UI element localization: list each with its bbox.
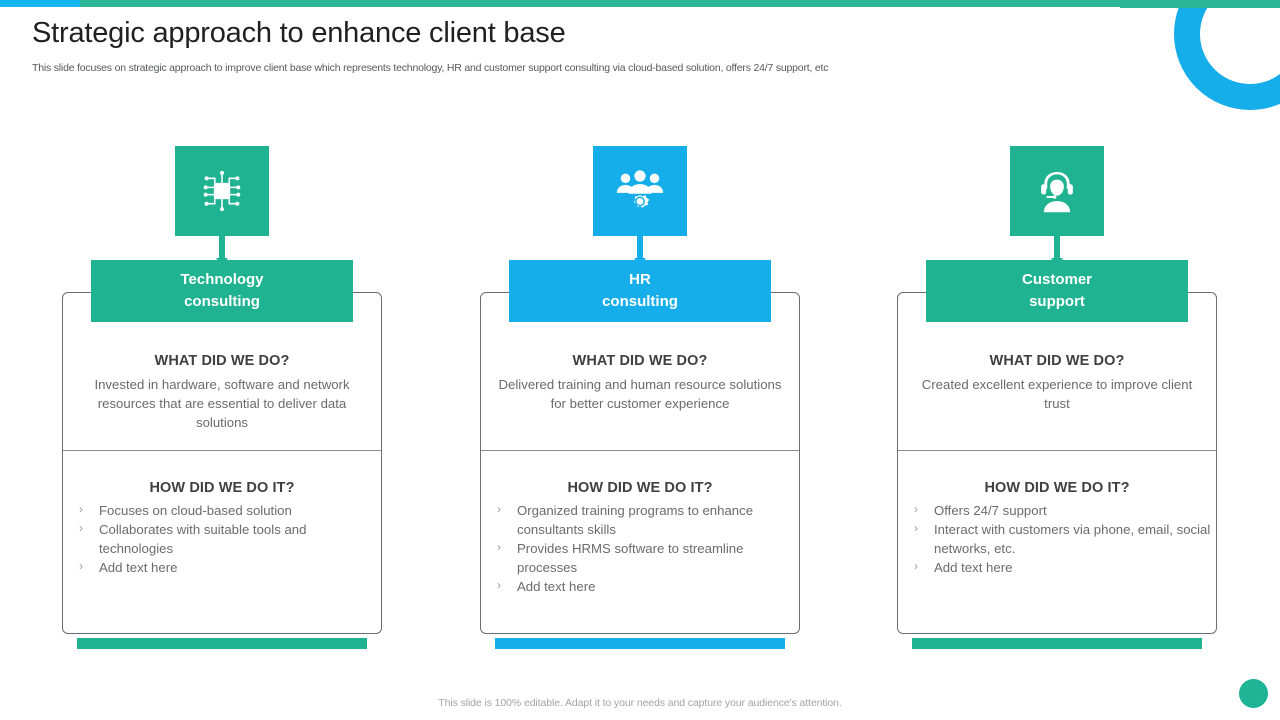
list-item: › Offers 24/7 support <box>912 501 1212 520</box>
list-item: › Add text here <box>495 577 795 596</box>
how-did-we-do-it-title: HOW DID WE DO IT? <box>984 480 1130 496</box>
card-divider <box>481 450 799 451</box>
page-subtitle: This slide focuses on strategic approach… <box>32 61 829 74</box>
banner-customer-support[interactable]: Customer support <box>926 260 1188 322</box>
headset-support-icon <box>1041 171 1073 213</box>
chevron-right-icon: › <box>914 559 918 573</box>
list-item-label: Organized training programs to enhance c… <box>517 503 754 537</box>
card-foot-accent-bar <box>495 638 785 649</box>
list-item-label: Provides HRMS software to streamline pro… <box>517 541 744 575</box>
chevron-right-icon: › <box>497 578 501 592</box>
connector-stem <box>637 236 643 262</box>
list-item-label: Add text here <box>99 560 178 575</box>
list-item-label: Offers 24/7 support <box>934 503 1047 518</box>
how-did-we-do-it-title: HOW DID WE DO IT? <box>149 480 295 496</box>
top-accent-bar <box>0 0 1280 7</box>
list-item: › Organized training programs to enhance … <box>495 501 795 539</box>
top-accent-bar-blue-segment <box>0 0 80 7</box>
slide-header: Strategic approach to enhance client bas… <box>32 17 1032 76</box>
list-item: › Provides HRMS software to streamline pr… <box>495 539 795 577</box>
card-foot-accent-bar <box>77 638 367 649</box>
card-foot-accent-bar <box>912 638 1202 649</box>
what-did-we-do-body: Invested in hardware, software and netwo… <box>94 377 350 431</box>
card-section-what: WHAT DID WE DO? Invested in hardware, so… <box>63 293 381 450</box>
card-customer-support: WHAT DID WE DO? Created excellent experi… <box>897 292 1217 634</box>
chevron-right-icon: › <box>79 559 83 573</box>
card-section-how: HOW DID WE DO IT? › Focuses on cloud-base… <box>63 451 381 633</box>
banner-line-1: Technology <box>180 270 264 288</box>
connector-stem <box>219 236 225 262</box>
card-section-how: HOW DID WE DO IT? › Offers 24/7 support › I… <box>898 451 1216 633</box>
list-item-label: Focuses on cloud-based solution <box>99 503 292 518</box>
how-did-we-do-it-title: HOW DID WE DO IT? <box>567 480 713 496</box>
card-divider <box>63 450 381 451</box>
page-title: Strategic approach to enhance client bas… <box>32 17 566 49</box>
icon-tile-customer-support <box>1010 146 1104 236</box>
list-item: › Add text here <box>77 558 377 577</box>
connector-stem <box>1054 236 1060 262</box>
what-did-we-do-body: Created excellent experience to improve … <box>921 377 1193 412</box>
banner-technology-consulting[interactable]: Technology consulting <box>91 260 353 322</box>
how-bullet-list: › Offers 24/7 support › Interact with custo… <box>898 501 1216 577</box>
corner-ring-top-mask <box>1120 0 1280 8</box>
how-bullet-list: › Focuses on cloud-based solution › Collabo… <box>63 501 381 577</box>
what-did-we-do-title: WHAT DID WE DO? <box>989 353 1125 369</box>
chevron-right-icon: › <box>914 521 918 535</box>
chevron-right-icon: › <box>914 502 918 516</box>
list-item-label: Add text here <box>934 560 1013 575</box>
card-section-how: HOW DID WE DO IT? › Organized training pr… <box>481 451 799 633</box>
card-technology-consulting: WHAT DID WE DO? Invested in hardware, so… <box>62 292 382 634</box>
chevron-right-icon: › <box>79 521 83 535</box>
microchip-icon <box>203 170 241 212</box>
chevron-right-icon: › <box>497 502 501 516</box>
what-did-we-do-body: Delivered training and human resource so… <box>498 377 782 412</box>
how-bullet-list: › Organized training programs to enhance … <box>481 501 799 596</box>
card-section-what: WHAT DID WE DO? Delivered training and h… <box>481 293 799 450</box>
banner-line-2: consulting <box>184 293 260 310</box>
what-did-we-do-title: WHAT DID WE DO? <box>572 353 708 369</box>
card-hr-consulting: WHAT DID WE DO? Delivered training and h… <box>480 292 800 634</box>
chevron-right-icon: › <box>497 540 501 554</box>
banner-line-1: Customer <box>1021 270 1092 288</box>
what-did-we-do-title: WHAT DID WE DO? <box>154 353 290 369</box>
card-section-what: WHAT DID WE DO? Created excellent experi… <box>898 293 1216 450</box>
chevron-right-icon: › <box>79 502 83 516</box>
banner-line-2: support <box>1029 293 1085 310</box>
list-item: › Add text here <box>912 558 1212 577</box>
list-item-label: Add text here <box>517 579 596 594</box>
list-item-label: Interact with customers via phone, email… <box>934 522 1211 556</box>
list-item-label: Collaborates with suitable tools and tec… <box>99 522 307 556</box>
list-item: › Focuses on cloud-based solution <box>77 501 377 520</box>
card-divider <box>898 450 1216 451</box>
banner-line-2: consulting <box>602 293 678 310</box>
banner-hr-consulting[interactable]: HR consulting <box>509 260 771 322</box>
corner-dot-decoration <box>1239 679 1268 708</box>
banner-line-1: HR <box>629 270 651 288</box>
icon-tile-technology <box>175 146 269 236</box>
list-item: › Interact with customers via phone, emai… <box>912 520 1212 558</box>
footer-note: This slide is 100% editable. Adapt it to… <box>438 697 842 709</box>
team-gear-icon <box>616 170 664 208</box>
icon-tile-hr <box>593 146 687 236</box>
list-item: › Collaborates with suitable tools and te… <box>77 520 377 558</box>
